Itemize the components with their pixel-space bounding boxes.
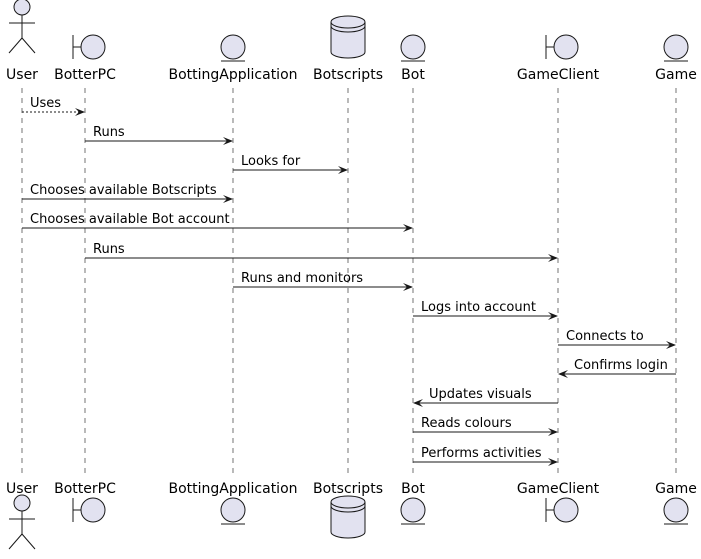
participant-name: BotterPC <box>54 481 116 497</box>
entity-icon <box>663 34 689 62</box>
arrowhead-icon <box>558 370 568 378</box>
participant-name: User <box>6 481 38 497</box>
arrowhead-icon <box>403 283 413 291</box>
message-10: Confirms login <box>558 358 676 378</box>
participant-botterpc-top: BotterPC <box>54 34 116 83</box>
participant-name: Bot <box>401 67 425 83</box>
arrowhead-icon <box>548 254 558 262</box>
participant-user-top: User <box>6 0 38 83</box>
entity-icon <box>220 497 246 525</box>
message-label: Performs activities <box>421 446 542 461</box>
participant-botscripts-bottom: Botscripts <box>313 481 383 539</box>
arrowhead-icon <box>548 312 558 320</box>
arrowhead-icon <box>548 428 558 436</box>
entity-icon <box>220 34 246 62</box>
message-11: Updates visuals <box>413 387 558 407</box>
lifelines <box>21 88 677 478</box>
message-label: Updates visuals <box>429 387 532 402</box>
participant-user-bottom: User <box>6 481 38 550</box>
message-label: Runs <box>93 125 125 140</box>
participant-bot-top: Bot <box>400 34 426 83</box>
entity-icon <box>400 34 426 62</box>
arrowhead-icon <box>75 108 85 116</box>
entity-icon <box>400 497 426 525</box>
message-4: Chooses available Botscripts <box>22 183 233 203</box>
actor-icon <box>8 494 36 550</box>
arrowhead-icon <box>223 137 233 145</box>
participant-name: Botscripts <box>313 67 383 83</box>
participant-headers-bottom: User BotterPC BottingApplication Botscripts… <box>6 481 697 550</box>
message-6: Runs <box>85 242 558 262</box>
participant-game-top: Game <box>655 34 697 83</box>
message-5: Chooses available Bot account <box>22 212 413 232</box>
boundary-icon <box>72 497 106 523</box>
message-12: Reads colours <box>413 416 558 436</box>
participant-name: User <box>6 67 38 83</box>
message-label: Confirms login <box>574 358 668 373</box>
message-label: Logs into account <box>421 300 536 315</box>
arrowhead-icon <box>223 195 233 203</box>
participant-bottingapp-bottom: BottingApplication <box>168 481 298 525</box>
participant-name: GameClient <box>517 481 600 497</box>
participant-gameclient-top: GameClient <box>517 34 600 83</box>
message-label: Looks for <box>241 154 301 169</box>
participant-gameclient-bottom: GameClient <box>517 481 600 523</box>
participant-name: BotterPC <box>54 67 116 83</box>
participant-botterpc-bottom: BotterPC <box>54 481 116 523</box>
arrowhead-icon <box>403 224 413 232</box>
participant-name: Botscripts <box>313 481 383 497</box>
participant-bottingapp-top: BottingApplication <box>168 34 298 83</box>
message-label: Reads colours <box>421 416 512 431</box>
arrowhead-icon <box>413 399 423 407</box>
message-label: Connects to <box>566 329 644 344</box>
message-2: Runs <box>85 125 233 145</box>
arrowhead-icon <box>666 341 676 349</box>
database-icon <box>330 495 366 539</box>
message-label: Runs and monitors <box>241 271 363 286</box>
boundary-icon <box>545 497 579 523</box>
participant-headers-top: User BotterPC BottingApplication Botscripts… <box>6 0 697 83</box>
message-label: Chooses available Botscripts <box>30 183 217 198</box>
participant-name: Game <box>655 67 697 83</box>
arrowhead-icon <box>548 458 558 466</box>
message-7: Runs and monitors <box>233 271 413 291</box>
boundary-icon <box>545 34 579 60</box>
database-icon <box>330 15 366 59</box>
participant-name: Bot <box>401 481 425 497</box>
entity-icon <box>663 497 689 525</box>
message-1: Uses <box>22 96 85 116</box>
message-label: Runs <box>93 242 125 257</box>
participant-botscripts-top: Botscripts <box>313 15 383 83</box>
participant-name: BottingApplication <box>168 67 297 83</box>
participant-name: GameClient <box>517 67 600 83</box>
actor-icon <box>8 0 36 54</box>
message-label: Chooses available Bot account <box>30 212 230 227</box>
message-9: Connects to <box>558 329 676 349</box>
message-13: Performs activities <box>413 446 558 466</box>
participant-name: Game <box>655 481 697 497</box>
message-8: Logs into account <box>413 300 558 320</box>
participant-name: BottingApplication <box>168 481 297 497</box>
participant-bot-bottom: Bot <box>400 481 426 525</box>
participant-game-bottom: Game <box>655 481 697 525</box>
boundary-icon <box>72 34 106 60</box>
message-3: Looks for <box>233 154 348 174</box>
arrowhead-icon <box>338 166 348 174</box>
message-label: Uses <box>30 96 61 111</box>
